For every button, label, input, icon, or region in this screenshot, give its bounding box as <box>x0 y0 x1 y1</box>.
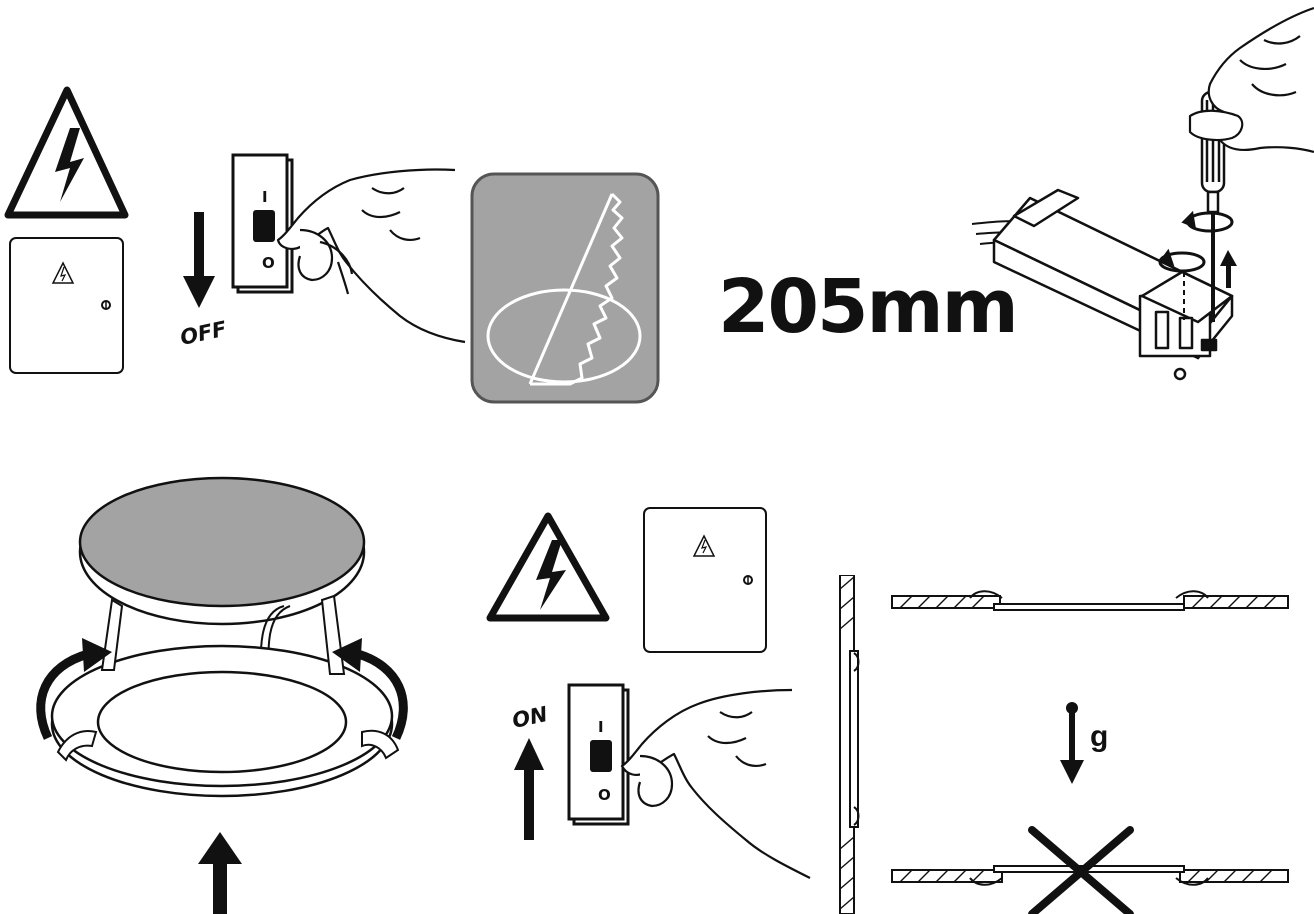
step-power-off: OFF I O <box>0 80 470 400</box>
arrow-up-icon <box>514 738 544 840</box>
arrow-up-icon <box>198 832 242 914</box>
switch-off-mark: O <box>598 786 611 804</box>
downlight-panel-icon <box>78 476 366 693</box>
fixture-ring-icon <box>50 644 394 798</box>
step-cut-hole <box>470 172 662 406</box>
hole-diameter-label: 205mm <box>718 264 1019 350</box>
fold-arrow-right-icon <box>332 638 408 740</box>
hand-icon <box>620 688 811 879</box>
gravity-arrow-icon <box>1060 702 1084 784</box>
fold-arrow-left-icon <box>36 638 112 740</box>
step-ceiling-orientation: g <box>890 560 1314 914</box>
wall-switch-icon: I O <box>567 683 630 826</box>
hand-icon <box>1188 6 1314 154</box>
fuse-box-icon <box>9 237 124 374</box>
hand-icon <box>276 168 466 344</box>
wall-switch-icon: I O <box>231 153 294 294</box>
switch-on-mark: I <box>598 718 604 736</box>
on-label: ON <box>510 702 550 733</box>
gravity-label: g <box>1090 720 1108 753</box>
fuse-box-icon <box>643 507 767 653</box>
step-insert-fixture <box>0 470 470 914</box>
switch-off-mark: O <box>262 254 275 272</box>
cutout-panel-background <box>470 172 660 404</box>
led-driver-icon <box>992 188 1234 381</box>
step-wire-driver <box>970 0 1314 400</box>
high-voltage-warning-icon <box>486 512 610 622</box>
off-label: OFF <box>178 317 229 350</box>
arrow-down-icon <box>183 212 215 308</box>
switch-on-mark: I <box>262 188 268 206</box>
saw-icon <box>528 192 624 386</box>
step-power-on: ON I O <box>480 500 830 914</box>
arrow-up-icon <box>1220 250 1237 288</box>
ceiling-correct-install <box>891 590 1289 611</box>
wall-mounted-fixture <box>830 575 870 914</box>
rotate-arrows-icon <box>1158 210 1234 320</box>
high-voltage-warning-icon <box>4 86 129 219</box>
wrong-x-icon <box>1028 826 1134 914</box>
ceiling-hole-outline <box>486 288 642 384</box>
